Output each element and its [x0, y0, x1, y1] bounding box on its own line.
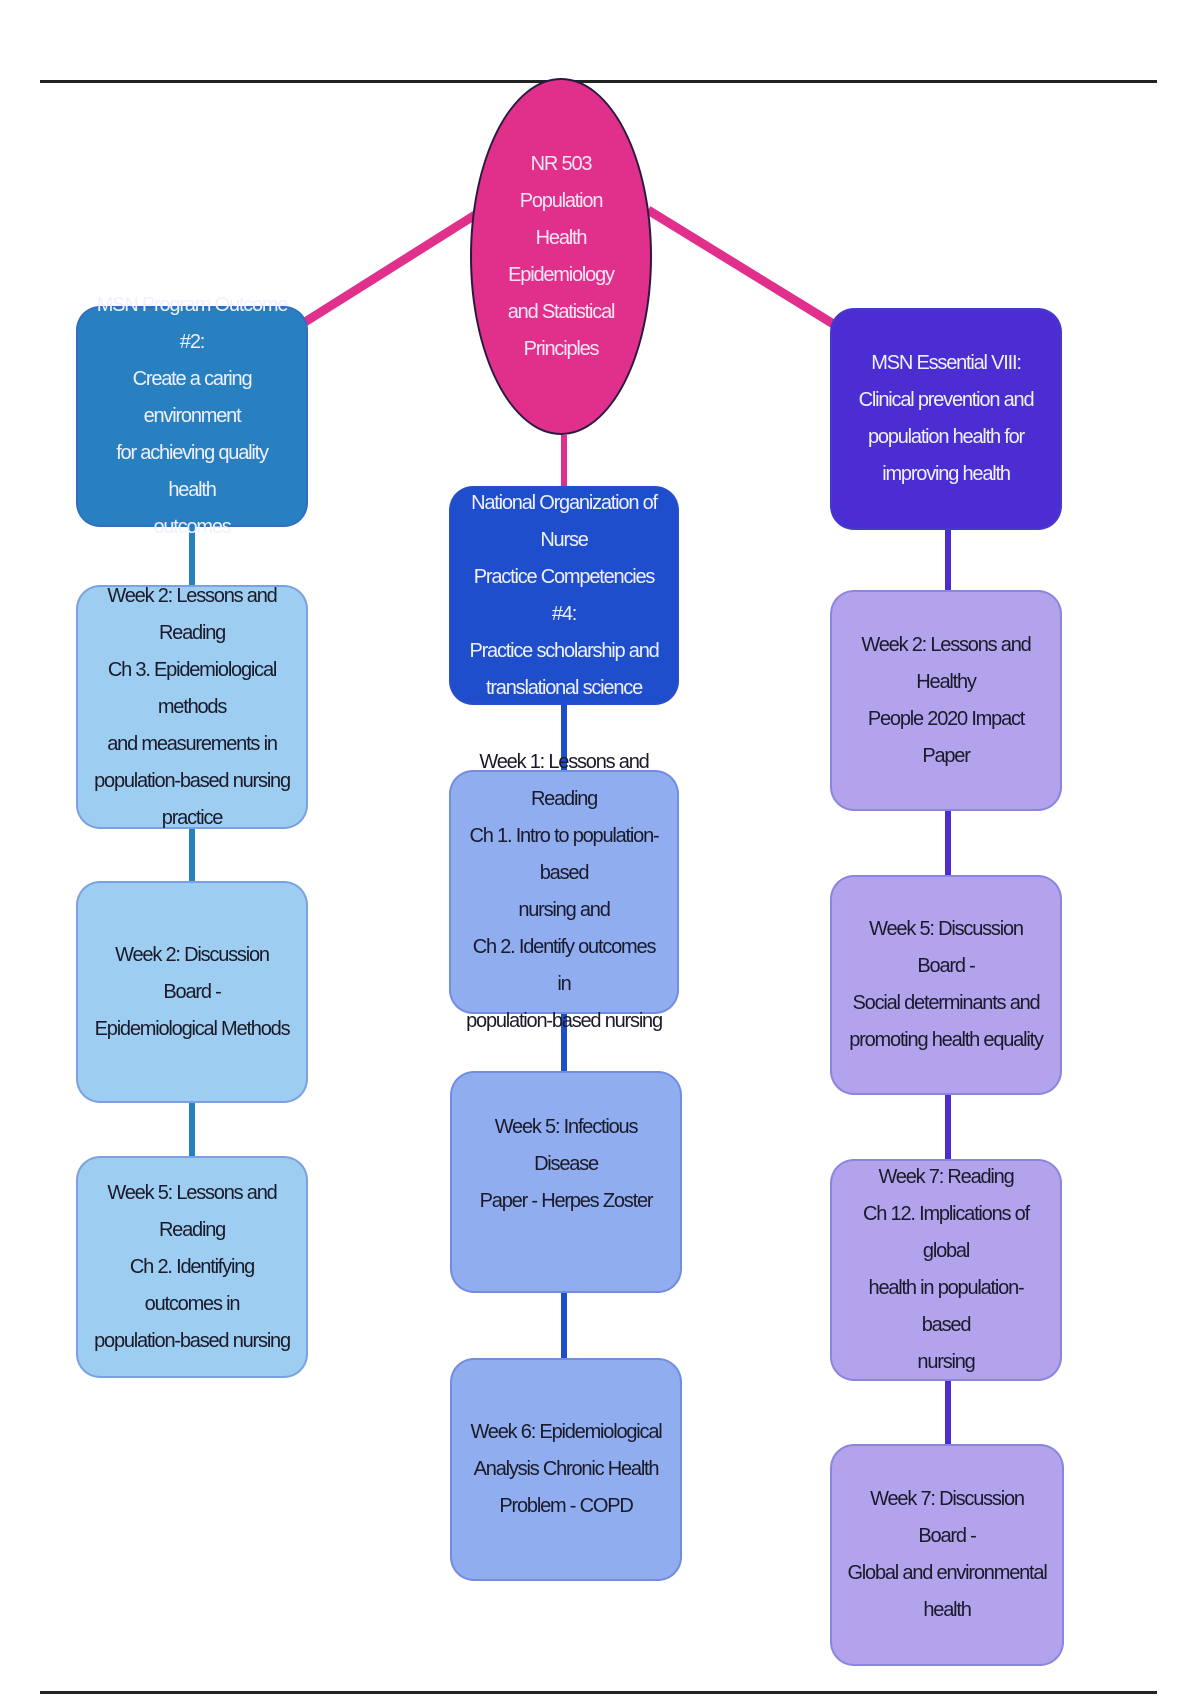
left-item: Week 5: Lessons and Reading Ch 2. Identi… [76, 1156, 308, 1378]
right-item: Week 2: Lessons and Healthy People 2020 … [830, 590, 1062, 811]
center-header-node: National Organization of Nurse Practice … [449, 486, 679, 705]
right-header-node: MSN Essential VIII: Clinical prevention … [830, 308, 1062, 530]
center-item: Week 5: Infectious Disease Paper - Herpe… [450, 1071, 682, 1293]
right-item: Week 5: Discussion Board - Social determ… [830, 875, 1062, 1095]
left-item: Week 2: Lessons and Reading Ch 3. Epidem… [76, 585, 308, 829]
bottom-rule [40, 1691, 1157, 1694]
center-item: Week 6: Epidemiological Analysis Chronic… [450, 1358, 682, 1581]
center-item: Week 1: Lessons and Reading Ch 1. Intro … [449, 751, 679, 1032]
root-right-connector [645, 206, 838, 329]
root-node: NR 503 Population Health Epidemiology an… [470, 78, 652, 435]
right-item: Week 7: Discussion Board - Global and en… [830, 1444, 1064, 1666]
left-header-node: MSN Program Outcome #2: Create a caring … [76, 294, 308, 538]
root-left-connector [302, 211, 478, 326]
right-item: Week 7: Reading Ch 12. Implications of g… [830, 1159, 1062, 1381]
left-item: Week 2: Discussion Board - Epidemiologic… [76, 881, 308, 1103]
top-rule [40, 80, 1157, 83]
